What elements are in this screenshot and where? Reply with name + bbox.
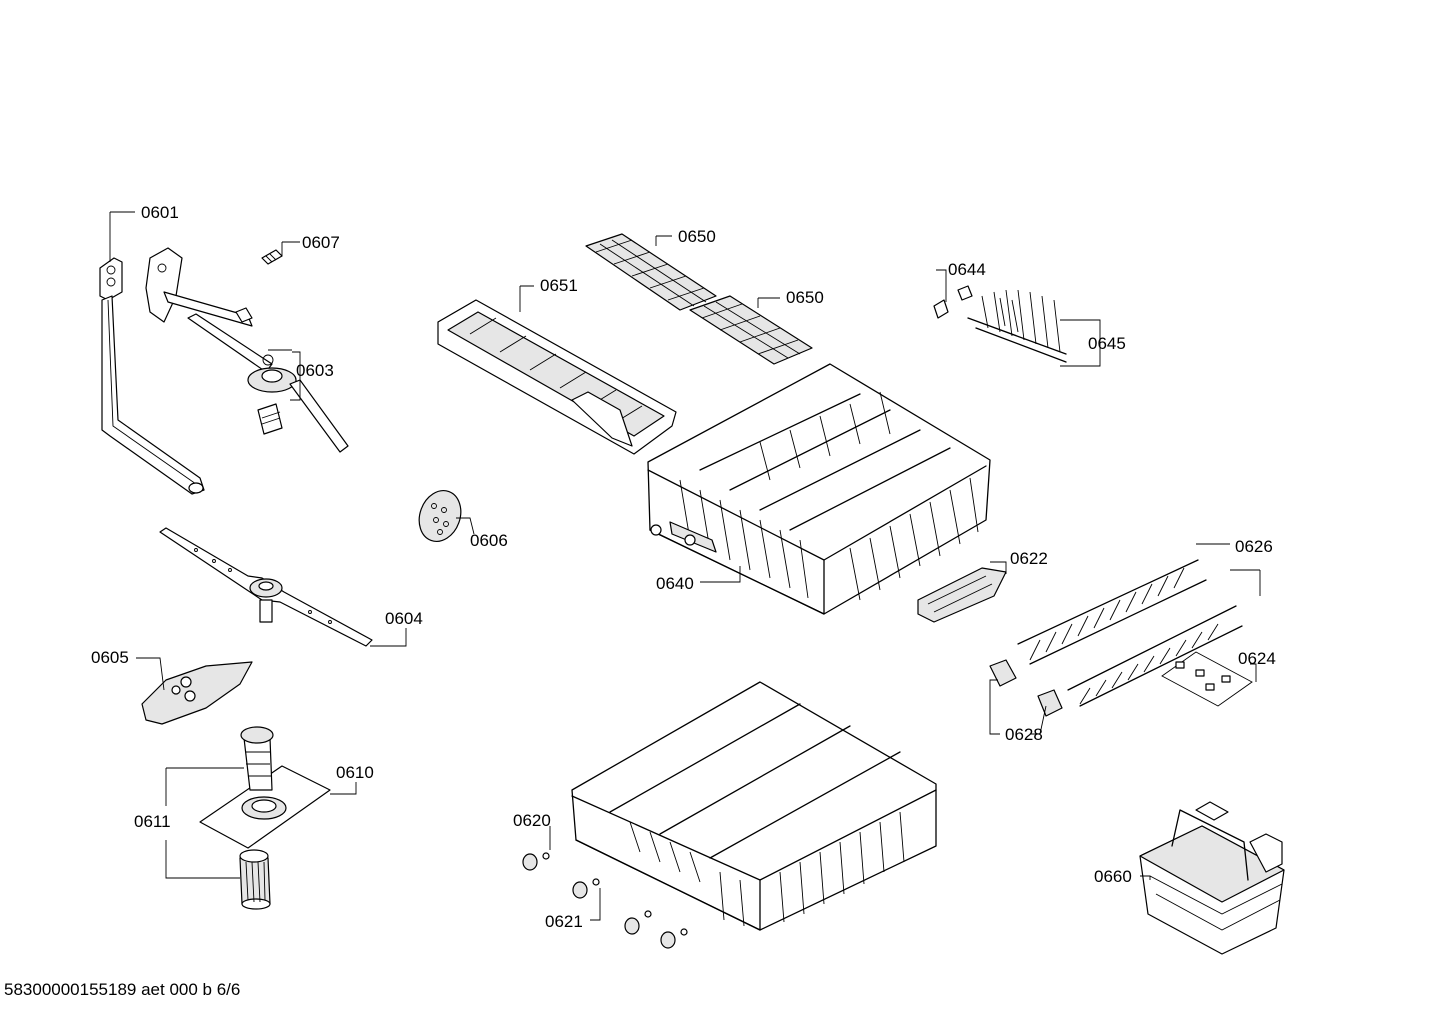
part-0644-clips [933, 285, 973, 319]
part-0628-holders [989, 659, 1063, 717]
part-0645-cup-rack [967, 289, 1067, 363]
label-0645: 0645 [1088, 334, 1126, 353]
label-0621: 0621 [545, 912, 583, 931]
part-labels: 0601 0607 0603 0604 0605 0610 0611 0606 … [91, 203, 1276, 931]
label-0610: 0610 [336, 763, 374, 782]
label-0624: 0624 [1238, 649, 1276, 668]
part-0624-clips [1161, 651, 1253, 707]
label-0606: 0606 [470, 531, 508, 550]
label-0603: 0603 [296, 361, 334, 380]
part-0660-cutlery-basket [1139, 801, 1285, 955]
label-0607: 0607 [302, 233, 340, 252]
drawing-reference-footer: 58300000155189 aet 000 b 6/6 [4, 980, 241, 999]
label-0650-b: 0650 [786, 288, 824, 307]
label-0628: 0628 [1005, 725, 1043, 744]
label-0651: 0651 [540, 276, 578, 295]
label-0660: 0660 [1094, 867, 1132, 886]
part-0603-upper-spray-arm [145, 247, 349, 453]
part-0650-rack-insert-b [689, 295, 813, 365]
part-0607-clip [261, 249, 283, 265]
label-0611: 0611 [134, 812, 171, 831]
label-0620: 0620 [513, 811, 551, 830]
label-0601: 0601 [141, 203, 179, 222]
part-0626-tine-rows [1017, 559, 1243, 707]
part-0605-filter-plate [141, 661, 253, 725]
part-0601-supply-pipe [99, 257, 205, 495]
part-0650-rack-insert-a [585, 233, 717, 311]
label-0604: 0604 [385, 609, 423, 628]
part-0604-lower-spray-arm [159, 527, 373, 647]
part-0621-wheels [522, 852, 688, 949]
part-0611-filter-cylinder [239, 726, 274, 910]
label-0644: 0644 [948, 260, 986, 279]
part-0651-cutlery-tray [437, 299, 677, 455]
label-0605: 0605 [91, 648, 129, 667]
label-0650-a: 0650 [678, 227, 716, 246]
leader-lines [109, 211, 1261, 921]
part-0620-lower-basket [571, 681, 937, 931]
label-0622: 0622 [1010, 549, 1048, 568]
part-0640-upper-basket [647, 363, 991, 615]
part-0606-round-filter [418, 490, 462, 542]
label-0640: 0640 [656, 574, 694, 593]
part-0622-handle [917, 567, 1007, 623]
label-0626: 0626 [1235, 537, 1273, 556]
part-0610-filter-base [199, 765, 331, 849]
